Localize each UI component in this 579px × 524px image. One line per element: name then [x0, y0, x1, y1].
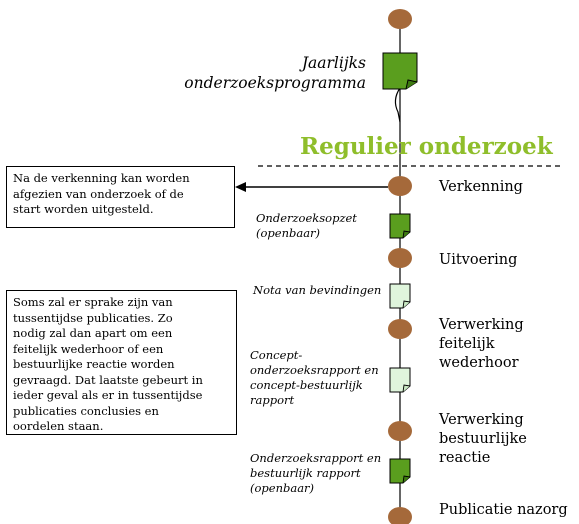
- program-document-icon: [382, 52, 418, 90]
- step-node-bestuurlijke-reactie: [388, 421, 412, 441]
- step-label-publicatie: Publicatie nazorg: [439, 502, 568, 518]
- step-label-line: bestuurlijke reactie: [439, 431, 527, 466]
- note-line: Na de verkenning kan worden: [13, 171, 190, 185]
- doc-label-line: Concept-: [250, 348, 303, 362]
- program-label-line2: onderzoeksprogramma: [184, 74, 366, 92]
- concept-rapport-document-icon: [389, 367, 411, 393]
- note-line: ieder geval als er in tussentijdse: [13, 388, 203, 402]
- doc-label-line: Onderzoeksrapport en: [250, 451, 382, 465]
- onderzoeksrapport-document-icon: [389, 458, 411, 484]
- doc-label-line: bestuurlijk rapport: [250, 466, 361, 480]
- note-tussentijdse-publicaties: Soms zal er sprake zijn van tussentijdse…: [6, 290, 237, 435]
- doc-label-nota: Nota van bevindingen: [253, 283, 381, 298]
- program-document-label: Jaarlijks onderzoeksprogramma: [150, 53, 366, 93]
- note-line: publicaties conclusies en: [13, 403, 159, 418]
- note-line: afgezien van onderzoek of de: [13, 186, 184, 201]
- note-line: nodig zal dan apart om een: [13, 326, 173, 340]
- doc-label-line: Onderzoeksopzet: [256, 211, 357, 225]
- step-node-uitvoering: [388, 248, 412, 268]
- start-node: [388, 9, 412, 29]
- note-line: oordelen staan.: [13, 419, 104, 433]
- note-line: bestuurlijke reactie worden: [13, 357, 175, 371]
- step-node-feitelijk-wederhoor: [388, 319, 412, 339]
- note-verkenning: Na de verkenning kan worden afgezien van…: [6, 166, 235, 228]
- step-label-verkenning: Verkenning: [439, 179, 523, 195]
- timeline-curve: [394, 87, 401, 123]
- step-node-verkenning: [388, 176, 412, 196]
- note-line: tussentijdse publicaties. Zo: [13, 310, 173, 325]
- step-label-bestuurlijke-reactie: Verwerking bestuurlijke reactie: [439, 411, 579, 468]
- doc-label-onderzoeksopzet: Onderzoeksopzet (openbaar): [256, 211, 357, 241]
- note-line: gevraagd. Dat laatste gebeurt in: [13, 372, 203, 387]
- program-label-line1: Jaarlijks: [301, 54, 366, 72]
- arrowhead: [235, 182, 246, 192]
- step-label-line: wederhoor: [439, 355, 519, 371]
- step-label-line: Verwerking feitelijk: [439, 317, 524, 352]
- doc-label-line: onderzoeksrapport en: [250, 363, 379, 377]
- doc-label-concept-rapport: Concept- onderzoeksrapport en concept-be…: [250, 348, 379, 408]
- doc-label-line: rapport: [250, 393, 295, 407]
- note-line: start worden uitgesteld.: [13, 202, 154, 216]
- step-node-publicatie: [388, 507, 412, 524]
- doc-label-onderzoeksrapport: Onderzoeksrapport en bestuurlijk rapport…: [250, 451, 381, 496]
- doc-label-line: Nota van bevindingen: [253, 283, 382, 297]
- step-label-feitelijk-wederhoor: Verwerking feitelijk wederhoor: [439, 316, 579, 373]
- note-line: feitelijk wederhoor of een: [13, 341, 164, 356]
- section-title: Regulier onderzoek: [300, 133, 553, 160]
- step-label-line: Verwerking: [439, 412, 524, 428]
- step-label-uitvoering: Uitvoering: [439, 252, 518, 268]
- doc-label-line: (openbaar): [250, 481, 315, 495]
- note-line: Soms zal er sprake zijn van: [13, 295, 173, 309]
- onderzoeksopzet-document-icon: [389, 213, 411, 239]
- doc-label-line: (openbaar): [256, 226, 321, 240]
- nota-document-icon: [389, 283, 411, 309]
- doc-label-line: concept-bestuurlijk: [250, 378, 363, 392]
